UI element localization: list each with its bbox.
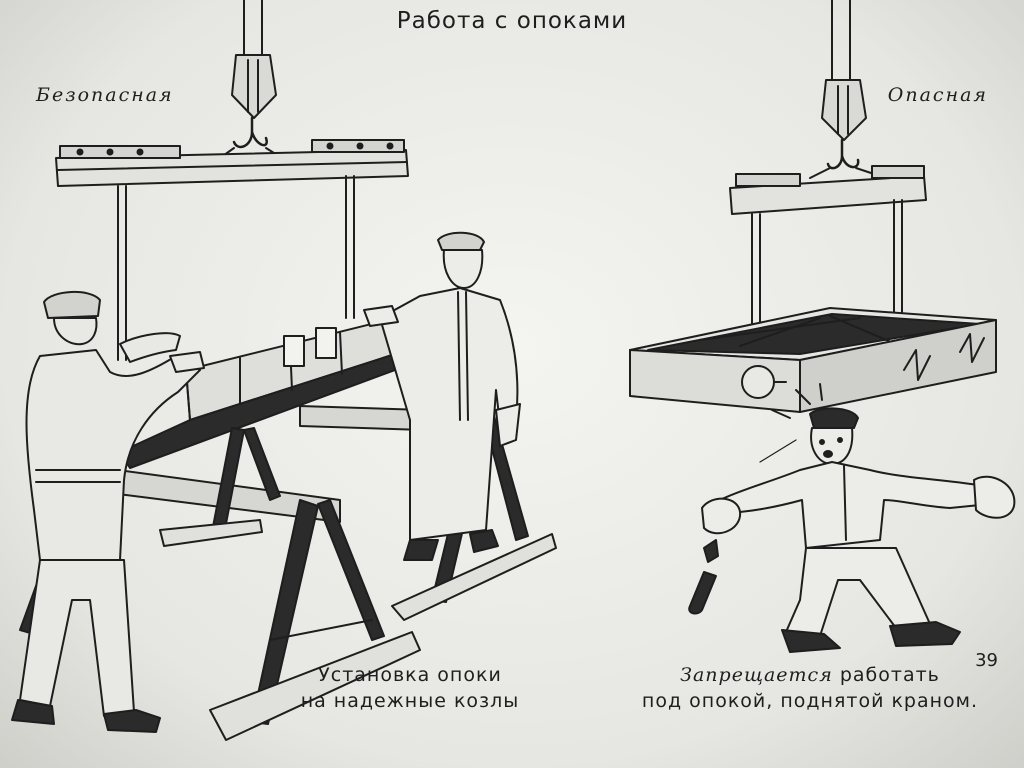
- unsafe-label: Опасная: [887, 84, 988, 106]
- safe-scene: [11, 0, 557, 741]
- unsafe-caption-rest: работать: [839, 664, 940, 686]
- unsafe-caption: Запрещается работать под опокой, поднято…: [620, 662, 1000, 714]
- safe-label: Безопасная: [36, 84, 174, 106]
- unsafe-caption-emphasis: Запрещается: [680, 664, 833, 686]
- worker-right: [363, 231, 521, 561]
- crane-hook-right: [809, 0, 881, 179]
- falling-trowel: [688, 539, 719, 615]
- worker-left: [11, 290, 205, 733]
- page-number: 39: [975, 650, 998, 671]
- safe-caption-line-1: Установка опоки: [318, 664, 502, 686]
- flask-suspended: [629, 307, 997, 413]
- unsafe-caption-line-2: под опокой, поднятой краном.: [641, 690, 979, 712]
- safe-caption-line-2: на надежные козлы: [300, 690, 520, 712]
- lifting-beam-left: [55, 139, 409, 361]
- poster-title: Работа с опоками: [396, 8, 628, 34]
- unsafe-scene: [629, 0, 1016, 653]
- unsafe-caption-line-1: Запрещается работать: [620, 662, 1000, 688]
- worker-under-load: [701, 407, 1016, 653]
- safe-caption: Установка опоки на надежные козлы: [290, 662, 530, 714]
- lifting-beam-right: [729, 165, 927, 331]
- danger-marks: [759, 383, 823, 463]
